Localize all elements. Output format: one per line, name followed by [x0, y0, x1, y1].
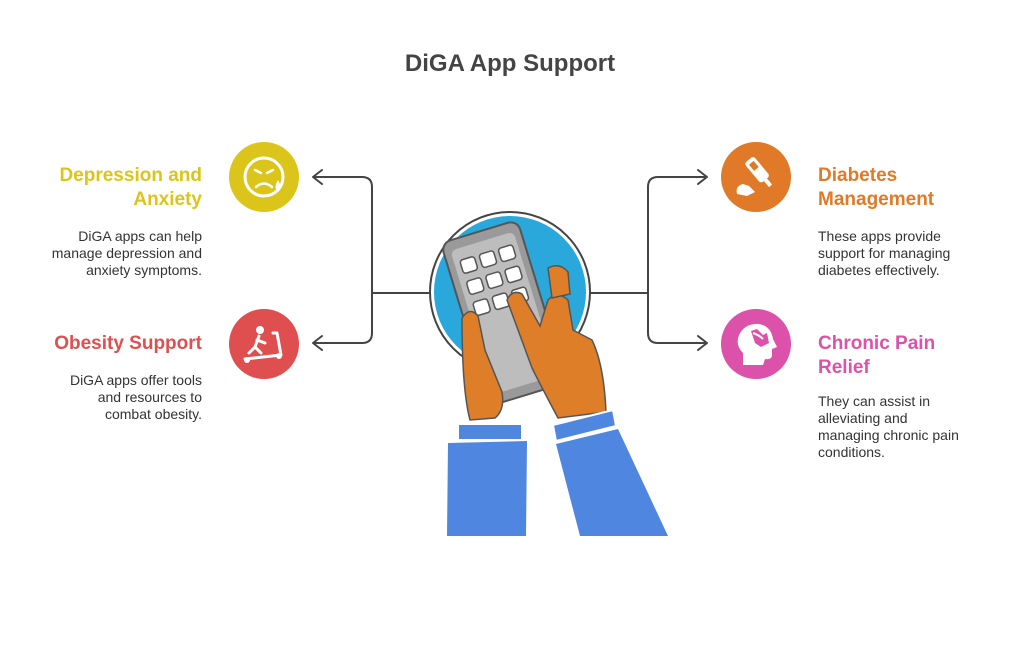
diabetes-description: These apps provide support for managing … [818, 228, 950, 279]
depression-description: DiGA apps can help manage depression and… [52, 228, 202, 279]
diabetes-description-line: support for managing [818, 245, 951, 261]
chronic-pain-description-line: alleviating and [818, 410, 908, 426]
diabetes-description-line: These apps provide [818, 228, 941, 244]
connector-left [313, 176, 433, 344]
depression-heading-line-2: Anxiety [133, 189, 202, 210]
obesity-description-line: combat obesity. [104, 406, 202, 422]
chronic-pain-description: They can assist in alleviating and manag… [818, 393, 959, 461]
arrow-to-depression [312, 169, 323, 185]
depression-description-line: DiGA apps can help [78, 228, 202, 244]
right-cuff [551, 408, 618, 443]
connector-right [589, 176, 707, 344]
chronic-pain-heading-line-2: Relief [818, 357, 870, 378]
obesity-description-line: DiGA apps offer tools [69, 372, 202, 388]
sad-face-icon [229, 142, 299, 212]
arrow-to-chronic-pain [697, 335, 708, 351]
treadmill-icon [229, 309, 299, 379]
chronic-pain-description-line: They can assist in [818, 393, 931, 409]
obesity-description-line: and resources to [97, 389, 202, 405]
depression-description-line: manage depression and [51, 245, 202, 261]
diabetes-heading: Diabetes Management [818, 164, 934, 212]
diabetes-description-line: diabetes effectively. [818, 262, 940, 278]
arrow-to-diabetes [697, 169, 708, 185]
glucose-meter-icon [721, 142, 791, 212]
diabetes-heading-line-2: Management [818, 189, 935, 210]
obesity-heading: Obesity Support [54, 332, 202, 356]
left-cuff [457, 423, 523, 441]
depression-description-line: anxiety symptoms. [86, 262, 202, 278]
arrow-to-obesity [312, 335, 323, 351]
chronic-pain-description-line: conditions. [818, 444, 885, 460]
diabetes-heading-line-1: Diabetes [818, 165, 898, 186]
chronic-pain-description-line: managing chronic pain [818, 427, 959, 443]
diagram-title: DiGA App Support [404, 50, 616, 77]
right-hand-thumb [547, 265, 571, 299]
obesity-description: DiGA apps offer tools and resources to c… [70, 372, 202, 423]
depression-heading: Depression and Anxiety [59, 164, 202, 212]
chronic-pain-heading-line-1: Chronic Pain [818, 333, 936, 354]
obesity-heading-line-1: Obesity Support [54, 333, 202, 354]
left-sleeve [447, 441, 527, 536]
left-hand [461, 310, 504, 421]
right-sleeve [556, 429, 668, 536]
chronic-pain-heading: Chronic Pain Relief [818, 332, 935, 380]
right-hand [506, 291, 607, 419]
head-pain-icon [721, 309, 791, 379]
depression-heading-line-1: Depression and [59, 165, 202, 186]
